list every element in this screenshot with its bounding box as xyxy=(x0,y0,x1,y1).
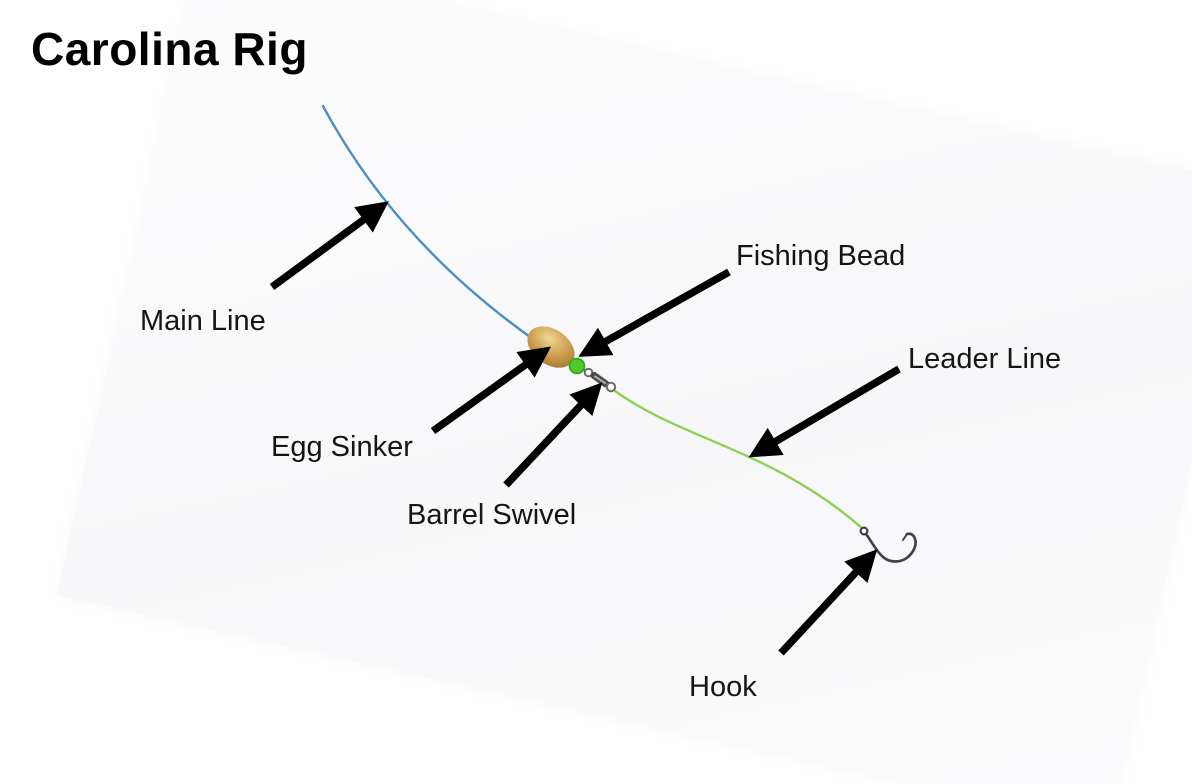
barrel-swivel-label: Barrel Swivel xyxy=(407,499,577,531)
swivel-barrel-highlight xyxy=(593,375,607,385)
hook-barb xyxy=(902,533,908,541)
hook-shape xyxy=(864,532,917,563)
fishing-bead-arrow xyxy=(578,268,731,357)
page-title: Carolina Rig xyxy=(31,23,308,75)
egg-sinker-arrow xyxy=(430,346,552,435)
hook-arrow xyxy=(778,549,878,656)
egg-sinker-label: Egg Sinker xyxy=(271,431,413,463)
leader-line-arrow xyxy=(748,365,901,458)
main-line-curve xyxy=(321,104,588,373)
swivel-ring-bottom xyxy=(605,381,617,393)
leader-line-label: Leader Line xyxy=(908,343,1062,375)
main-line-label: Main Line xyxy=(140,305,266,337)
leader-line-curve xyxy=(609,386,864,530)
barrel-swivel-arrow xyxy=(503,382,603,488)
fishing-bead-shape xyxy=(568,357,586,375)
fishing-bead-label: Fishing Bead xyxy=(736,240,906,272)
main-line-arrow xyxy=(269,201,389,291)
hook-label: Hook xyxy=(689,671,757,703)
